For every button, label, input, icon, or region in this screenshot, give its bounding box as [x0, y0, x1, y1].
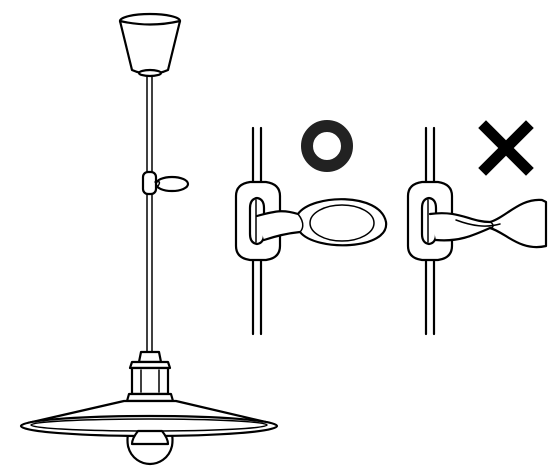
circle-icon: [301, 120, 353, 172]
power-cord: [146, 75, 153, 353]
pendant-lamp: [19, 12, 279, 466]
correct-example: [234, 120, 388, 336]
incorrect-cord-loop: [428, 198, 548, 249]
lamp-shade: [19, 399, 279, 446]
cross-icon: [478, 120, 534, 176]
incorrect-example: [406, 120, 548, 336]
correct-cord-loop: [255, 198, 388, 247]
ceiling-canopy: [118, 12, 182, 78]
cord-clip-small: [141, 170, 190, 196]
lamp-socket: [125, 350, 175, 403]
